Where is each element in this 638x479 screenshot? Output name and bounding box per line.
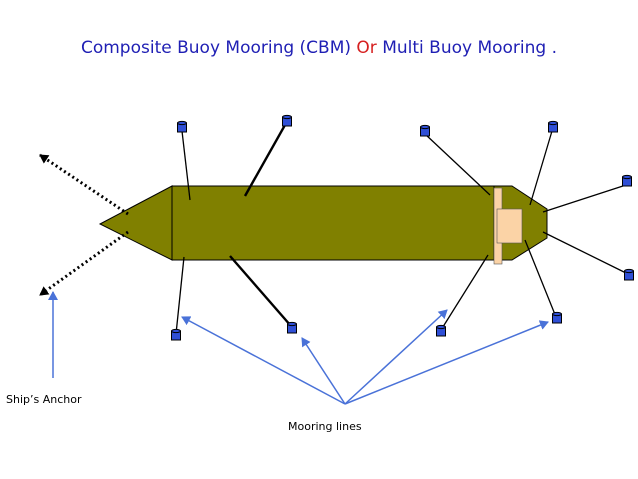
mooring-line (181, 130, 191, 201)
mooring-callout-arrow (344, 309, 448, 405)
ship-superstructure (493, 187, 523, 265)
buoy-icon (282, 114, 292, 127)
buoy-icon (552, 311, 562, 324)
anchor-chain-lower (39, 230, 129, 297)
mooring-line (440, 254, 489, 331)
mooring-line (542, 231, 629, 275)
mooring-line (229, 255, 292, 327)
mooring-line (424, 133, 491, 196)
buoy-icon (436, 324, 446, 337)
title-or: Or (356, 38, 377, 58)
ships-anchor-label: Ship’s Anchor (6, 393, 82, 406)
mooring-line (529, 130, 553, 206)
diagram-title: Composite Buoy Mooring (CBM) Or Multi Bu… (0, 38, 638, 58)
anchor-chain-upper (39, 153, 129, 216)
title-part-1: Composite Buoy Mooring (CBM) (80, 38, 357, 58)
buoy-icon (287, 321, 297, 334)
mooring-line (524, 239, 557, 318)
buoy-icon (548, 120, 558, 133)
buoy-icon (622, 174, 632, 187)
mooring-lines-label: Mooring lines (288, 420, 362, 433)
mooring-callout-arrow (301, 337, 346, 405)
buoys (171, 114, 634, 341)
mooring-line (175, 256, 185, 335)
mooring-line (243, 124, 287, 197)
buoy-icon (171, 328, 181, 341)
ship-hull (98, 185, 548, 261)
buoy-icon (624, 268, 634, 281)
buoy-icon (177, 120, 187, 133)
mooring-callout-arrow (181, 316, 346, 405)
mooring-line (542, 184, 627, 213)
mooring-callout-arrow (344, 320, 549, 405)
buoy-icon (420, 124, 430, 137)
title-part-2: Multi Buoy Mooring . (376, 38, 558, 58)
callout-arrows (48, 291, 549, 405)
mooring-lines (175, 124, 629, 335)
